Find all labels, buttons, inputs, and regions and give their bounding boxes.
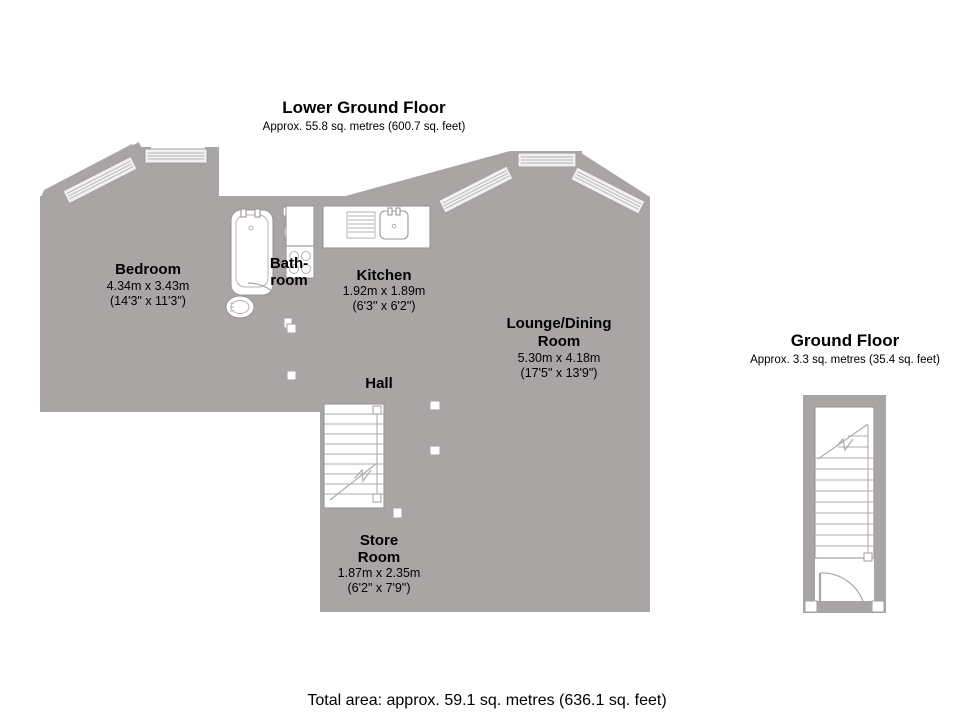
store-room-door <box>392 474 403 519</box>
kitchen-sink-icon <box>379 210 409 240</box>
ground-door-jamb-right <box>871 600 885 613</box>
lower-ground-floor-plan: Bedroom 4.34m x 3.43m (14'3" x 11'3") Ba… <box>40 142 650 612</box>
staircase-direction-line <box>329 462 378 501</box>
room-label-bathroom-line2: room <box>270 272 308 289</box>
room-dim-store-metric: 1.87m x 2.35m <box>338 566 421 580</box>
kitchen-unit-icon <box>285 205 315 247</box>
wall-left-exterior <box>40 196 52 412</box>
room-label-store-line2: Room <box>358 549 401 566</box>
room-label-store-line1: Store <box>360 532 398 549</box>
lounge-door-arc <box>434 404 481 451</box>
bathtub-plug <box>248 225 254 231</box>
lower-ground-floor-area: Approx. 55.8 sq. metres (600.7 sq. feet) <box>263 121 466 133</box>
kitchen-tap-left <box>387 207 393 216</box>
wall-left-bay-diagonal <box>40 144 139 204</box>
wall-kitchen-left <box>313 206 323 328</box>
bathtub-tap-left <box>240 208 247 218</box>
draining-board-icon <box>346 211 376 239</box>
kitchen-tap-right <box>395 207 401 216</box>
bathroom-fixtures <box>225 206 311 329</box>
store-room-door-jamb <box>392 507 403 519</box>
bedroom-door <box>243 323 297 381</box>
room-dim-bedroom-imperial: (14'3" x 11'3") <box>110 294 186 308</box>
room-dim-store-imperial: (6'2" x 7'9") <box>348 581 411 595</box>
ground-door-jamb-left <box>804 600 818 613</box>
wall-kitchen-bottom <box>313 318 440 328</box>
lower-ground-room-labels: Bedroom 4.34m x 3.43m (14'3" x 11'3") Ba… <box>107 255 612 595</box>
wall-bathroom-left <box>218 196 228 328</box>
lounge-door-jamb-top <box>429 400 441 411</box>
wall-hall-lounge-divider <box>430 328 440 518</box>
room-dim-lounge-metric: 5.30m x 4.18m <box>518 351 601 365</box>
room-dim-lounge-imperial: (17'5" x 13'9") <box>521 366 598 380</box>
ground-door-arc <box>819 572 865 605</box>
room-label-bathroom-line1: Bath- <box>270 255 308 272</box>
bedroom-door-jamb-bottom <box>286 370 297 381</box>
room-label-lounge-line1: Lounge/Dining <box>507 315 612 332</box>
lounge-door <box>429 400 481 456</box>
ground-floor-staircase <box>814 406 875 562</box>
wall-hall-bedroom-divider <box>286 318 296 402</box>
hob-ring-3 <box>289 264 299 274</box>
hob-ring-2 <box>301 251 311 261</box>
wall-bathroom-bottom <box>218 318 286 328</box>
staircase-body <box>323 403 385 509</box>
hob-ring-1 <box>289 251 299 261</box>
room-label-bedroom: Bedroom <box>115 261 181 278</box>
kitchen-sink-plug <box>391 223 397 229</box>
bathtub-tap-right <box>254 208 261 218</box>
lower-ground-floor-title: Lower Ground Floor <box>282 98 446 117</box>
bay-window-left <box>62 148 208 205</box>
wall-store-top <box>320 508 440 518</box>
hob-ring-4 <box>301 264 311 274</box>
bathtub-icon <box>230 209 274 296</box>
lounge-door-jamb-bottom <box>429 445 441 456</box>
room-dim-bedroom-metric: 4.34m x 3.43m <box>107 279 190 293</box>
wall-store-right <box>430 508 440 602</box>
total-area-text: Total area: approx. 59.1 sq. metres (636… <box>307 692 666 709</box>
wall-right-exterior <box>638 200 650 612</box>
ground-floor-area: Approx. 3.3 sq. metres (35.4 sq. feet) <box>750 354 940 366</box>
hall-staircase <box>323 403 385 509</box>
room-label-hall: Hall <box>365 375 393 392</box>
ground-wall-bottom <box>803 601 886 613</box>
room-dim-kitchen-metric: 1.92m x 1.89m <box>343 284 426 298</box>
bay-window-right <box>438 152 646 215</box>
wall-left-bay-right <box>207 152 219 206</box>
staircase-newel-top <box>372 405 382 415</box>
ground-floor-plan <box>803 395 886 613</box>
ground-staircase-direction-arrowhead <box>835 437 854 452</box>
ground-floor-title: Ground Floor <box>791 331 900 350</box>
lower-ground-interior-walls <box>218 196 440 602</box>
wall-top-kitchen <box>322 196 430 208</box>
ground-floor-entrance-door <box>804 572 885 613</box>
staircase-direction-arrowhead <box>354 468 372 483</box>
kitchen-fixtures <box>285 205 431 279</box>
lower-ground-outer-wall <box>40 151 650 612</box>
ground-staircase-body <box>814 406 875 559</box>
wall-bottom-exterior <box>320 600 650 612</box>
staircase-newel-bottom <box>372 493 382 503</box>
wall-kitchen-right <box>430 206 440 328</box>
room-dim-kitchen-imperial: (6'3" x 6'2") <box>353 299 416 313</box>
ground-wall-left <box>803 395 815 613</box>
wall-top-between-bays <box>207 196 323 208</box>
wall-bedroom-bottom <box>40 400 332 412</box>
kitchen-worktop-icon <box>322 205 431 249</box>
bedroom-door-jamb-top <box>286 323 297 334</box>
bedroom-door-arc <box>243 327 292 376</box>
ground-wall-top <box>803 395 886 407</box>
room-label-lounge-line2: Room <box>538 333 581 350</box>
ground-staircase-newel <box>863 552 873 562</box>
room-label-kitchen: Kitchen <box>356 267 411 284</box>
bathtub-inner <box>235 214 269 288</box>
sink-basin-icon <box>225 295 255 319</box>
ground-wall-right <box>874 395 886 613</box>
